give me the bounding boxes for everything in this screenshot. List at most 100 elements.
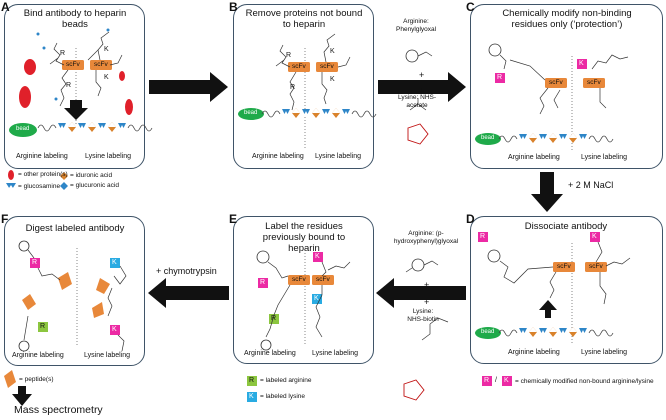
arrow-d-to-e-icon	[376, 278, 466, 308]
labeled-arginine-icon	[38, 322, 48, 332]
lysine-labeling-label: Lysine labeling	[581, 154, 628, 161]
modified-residue-icon	[495, 73, 505, 83]
panel-f	[4, 216, 145, 366]
reagent-arginine-phenylglyoxal: Arginine: Phenylglyoxal	[396, 18, 437, 33]
legend-glucuronic-icon	[60, 182, 68, 190]
panel-letter-e: E	[229, 212, 238, 226]
panel-a	[4, 4, 145, 169]
phenyl-ring-icon	[487, 249, 501, 263]
legend-r-label: R	[484, 377, 490, 384]
residue-k-label: K	[112, 326, 117, 333]
bead-icon	[475, 133, 501, 145]
residue-k-label: K	[592, 233, 597, 240]
modified-residue-icon	[258, 278, 268, 288]
bead-label: bead	[481, 135, 495, 141]
legend-iduronic-icon	[60, 172, 68, 180]
nhs-acetate-icon	[407, 123, 429, 145]
lysine-labeling-label: Lysine labeling	[312, 350, 359, 357]
labeled-lysine-icon	[312, 294, 322, 304]
down-arrow-icon	[12, 386, 32, 406]
panel-title-e: Label the residues previously bound to h…	[262, 221, 346, 254]
panel-b	[233, 4, 374, 169]
scfv-label: scFv	[316, 276, 330, 283]
labeled-arginine-icon	[269, 314, 279, 324]
residue-r-label: R	[286, 52, 292, 59]
panel-a-art	[9, 28, 153, 137]
panel-b-art	[238, 33, 377, 150]
residue-k-label: K	[330, 48, 335, 55]
labeled-lysine-icon	[110, 258, 120, 268]
phenyl-ring-icon	[18, 240, 30, 252]
peptide-icon	[58, 272, 72, 290]
bead-label: bead	[16, 126, 30, 132]
lysine-labeling-label: Lysine labeling	[581, 349, 628, 356]
arginine-labeling-label: Arginine labeling	[12, 352, 64, 359]
legend-labeled-lysine: = labeled lysine	[260, 393, 305, 400]
reagent-arginine-hydroxyphenylglyoxal: Arginine: (p-hydroxyphenyl)glyoxal	[393, 230, 459, 245]
panel-letter-a: A	[1, 0, 10, 14]
residue-r-label: R	[66, 82, 72, 89]
output-mass-spectrometry: Mass spectrometry	[14, 404, 103, 416]
arginine-labeling-label: Arginine labeling	[252, 153, 304, 160]
arrow-e-to-f-icon	[148, 278, 229, 308]
residue-r-label: R	[260, 279, 266, 286]
reagent-lysine-nhs-biotin: Lysine: NHS-biotin	[407, 308, 439, 323]
peptide-icon	[92, 302, 104, 318]
modified-residue-icon	[110, 325, 120, 335]
lysine-labeling-label: Lysine labeling	[85, 153, 132, 160]
down-arrow-icon	[64, 100, 88, 120]
hydroxyphenylglyoxal-icon	[411, 258, 425, 272]
scfv-label: scFv	[587, 79, 601, 86]
legend-labeled-arginine: = labeled arginine	[260, 377, 312, 384]
panel-e	[233, 216, 374, 364]
bead-icon	[475, 327, 501, 339]
modified-residue-icon	[577, 59, 587, 69]
bead-label: bead	[244, 110, 258, 116]
scfv-label: scFv	[549, 79, 563, 86]
residue-r-label: R	[60, 50, 66, 57]
phenyl-ring-icon	[488, 43, 502, 57]
legend-peptides: = peptide(s)	[19, 376, 54, 383]
nhs-biotin-icon	[403, 379, 425, 401]
arrow-b-to-c-icon	[378, 72, 466, 102]
bead-icon	[9, 123, 37, 137]
residue-k-label: K	[104, 74, 109, 81]
panel-title-f: Digest labeled antibody	[25, 223, 125, 234]
legend-r-label: R	[249, 377, 255, 384]
residue-r-label: R	[497, 74, 503, 81]
plus-sign: +	[419, 86, 425, 96]
phenol-ring-icon	[18, 340, 30, 352]
legend-other-protein-icon	[8, 170, 14, 180]
other-protein-icon	[24, 59, 36, 75]
legend-modified: = chemically modified non-bound arginine…	[515, 378, 654, 385]
step-nacl: + 2 M NaCl	[568, 180, 614, 190]
panel-d	[470, 216, 663, 364]
legend-k-label: K	[504, 377, 509, 384]
residue-k-label: K	[112, 259, 117, 266]
modified-residue-icon	[30, 258, 40, 268]
legend-labeled-arginine-icon	[247, 376, 257, 386]
phenyl-ring-icon	[256, 250, 270, 264]
scfv-label: scFv	[557, 263, 571, 270]
panel-title-a: Bind antibody to heparin beads	[23, 8, 127, 30]
modified-residue-icon	[313, 252, 323, 262]
arrow-a-to-b-icon	[149, 72, 228, 102]
bead-icon	[238, 108, 264, 120]
scfv-label: scFv	[94, 61, 108, 68]
modified-residue-icon	[478, 232, 488, 242]
scfv-label: scFv	[292, 276, 306, 283]
residue-r-label: R	[480, 233, 486, 240]
panel-letter-d: D	[466, 212, 475, 226]
residue-r-label: R	[40, 323, 46, 330]
other-protein-icon	[125, 99, 133, 115]
phenylglyoxal-icon	[405, 49, 419, 63]
panel-title-c: Chemically modify non-binding residues o…	[502, 8, 632, 30]
panel-letter-c: C	[466, 0, 475, 14]
lysine-labeling-label: Lysine labeling	[84, 352, 131, 359]
panel-title-b: Remove proteins not bound to heparin	[245, 8, 363, 30]
legend-slash: /	[495, 377, 497, 384]
legend-modified-lys-icon	[502, 376, 512, 386]
residue-k-label: K	[314, 295, 319, 302]
bead-label: bead	[481, 329, 495, 335]
